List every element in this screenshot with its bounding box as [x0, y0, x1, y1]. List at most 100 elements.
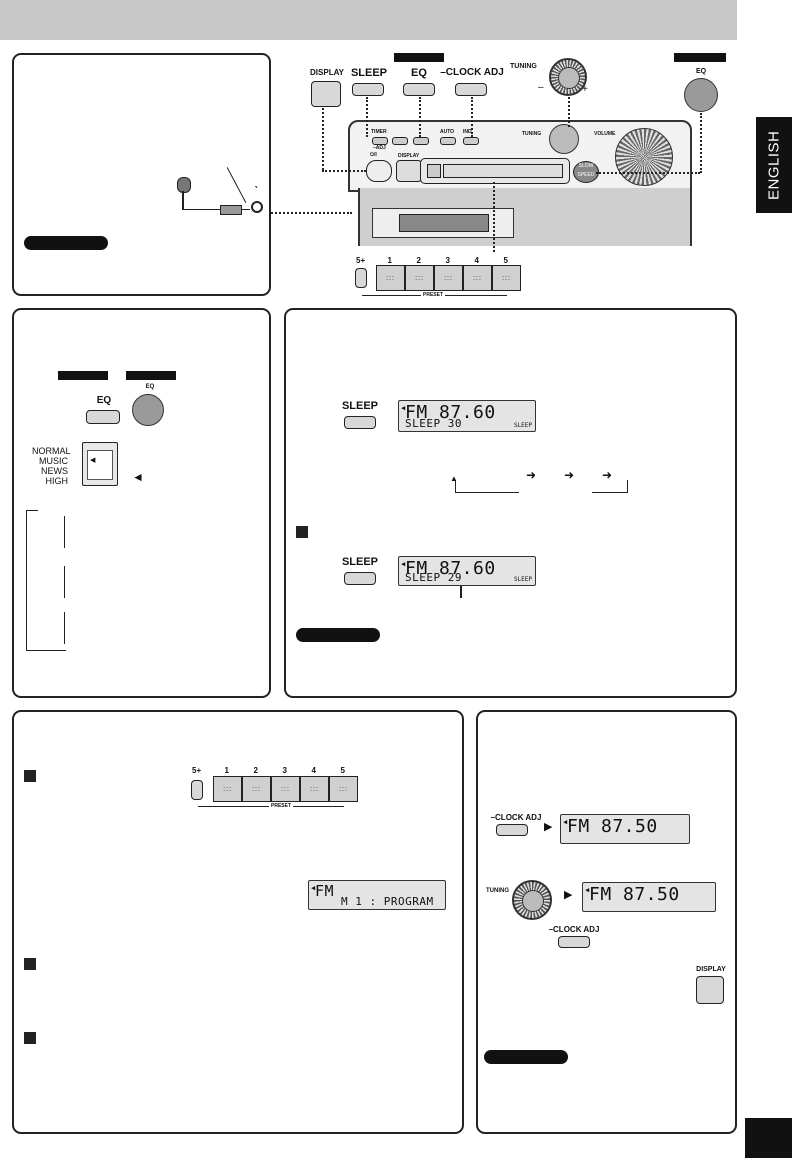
flow-line	[627, 480, 629, 493]
arrow-line	[64, 612, 66, 644]
cycle-line	[26, 510, 28, 650]
step-marker	[24, 1032, 36, 1044]
leader-line	[268, 212, 352, 214]
sleep-display-2-freq: FM 87.60	[405, 558, 496, 579]
leader-line	[419, 97, 421, 137]
display-button[interactable]	[311, 81, 341, 107]
preset-key-4[interactable]: :::	[300, 776, 329, 802]
sleep-panel-button[interactable]	[344, 416, 376, 429]
eq-indicator-window: ◀	[82, 442, 118, 486]
leader-line	[568, 97, 570, 127]
clock-adj-button[interactable]	[496, 824, 528, 836]
remote-eq-button[interactable]	[684, 78, 718, 112]
label-bar	[394, 53, 444, 62]
preset-number-3: 3	[282, 766, 287, 775]
leader-line	[322, 108, 324, 170]
speed-label: SPEED	[577, 172, 595, 178]
clock-adj-button[interactable]	[455, 83, 487, 96]
clock-display-1-freq: FM 87.50	[567, 816, 658, 837]
preset-number-5: 5	[340, 766, 345, 775]
sleep-panel-button-2[interactable]	[344, 572, 376, 585]
unit-tuning-label: TUNING	[522, 131, 542, 137]
note-pill	[484, 1050, 568, 1064]
auto-button[interactable]	[440, 137, 456, 145]
unit-display-button[interactable]	[396, 160, 422, 182]
language-tab: ENGLISH	[756, 117, 792, 213]
flow-line	[455, 480, 457, 492]
tuning-label: TUNING	[510, 63, 537, 70]
pointer-line	[226, 167, 247, 203]
adj-label: –ADJ	[373, 145, 386, 151]
sleep-display-1-sleep: SLEEP 30	[405, 417, 462, 430]
slow-label: SLOW	[578, 163, 594, 169]
clock-adj-button-2[interactable]	[558, 936, 590, 948]
preset-number-1: 1	[387, 256, 392, 265]
timer-button[interactable]	[372, 137, 388, 145]
program-skip-label: 5+	[192, 766, 202, 775]
flow-arrow: ➜	[602, 468, 613, 482]
flow-arrow: ➜	[526, 468, 537, 482]
preset-caption: PRESET	[421, 292, 446, 298]
clock-display-1: ◀ FM 87.50	[560, 814, 690, 844]
program-display-program: M 1 : PROGRAM	[341, 895, 434, 908]
sleep-display-2-sleep: SLEEP 29	[405, 571, 462, 584]
program-skip-button[interactable]	[191, 780, 203, 800]
headphone-panel: ˋ	[12, 53, 271, 296]
eq-panel-button[interactable]	[86, 410, 120, 424]
leader-line	[493, 182, 495, 252]
leader-line	[322, 170, 366, 172]
leader-line	[366, 97, 368, 137]
power-button[interactable]	[366, 160, 392, 182]
leader-line	[471, 97, 473, 137]
preset-key-1[interactable]: :::	[376, 265, 405, 291]
preset-key-5[interactable]: :::	[329, 776, 358, 802]
sleep-panel-label-2: SLEEP	[341, 556, 379, 568]
step-marker	[24, 770, 36, 782]
unit-clock-adj-button[interactable]	[463, 137, 479, 145]
leader-line	[596, 172, 700, 174]
language-tab-label: ENGLISH	[765, 130, 783, 200]
eq-button[interactable]	[403, 83, 435, 96]
step-arrow: ▶	[544, 821, 553, 833]
preset-key-5[interactable]: :::	[492, 265, 521, 291]
preset-key-3[interactable]: :::	[434, 265, 463, 291]
unit-tuning-knob[interactable]	[549, 124, 579, 154]
clock-display-label: DISPLAY	[696, 966, 726, 973]
sleep-button[interactable]	[352, 83, 384, 96]
sleep-panel: SLEEP ◀ FM 87.60 SLEEP 30 SLEEP ▲ ➜ ➜ ➜ …	[284, 308, 737, 698]
preset-number-2: 2	[253, 766, 258, 775]
unit-sleep-button[interactable]	[392, 137, 408, 145]
step-marker	[296, 526, 308, 538]
clock-display-2-freq: FM 87.50	[589, 884, 680, 905]
flow-line	[592, 492, 628, 494]
clock-display-button[interactable]	[696, 976, 724, 1004]
leader-line	[700, 113, 702, 173]
cycle-line	[26, 510, 38, 512]
clock-tuning-knob[interactable]	[512, 880, 552, 920]
eq-mode-high: HIGH	[45, 476, 69, 486]
auto-label: AUTO	[440, 129, 455, 135]
unit-eq-button[interactable]	[413, 137, 429, 145]
tuning-knob[interactable]	[549, 58, 587, 96]
preset-key-3[interactable]: :::	[271, 776, 300, 802]
eq-mode-news: NEWS	[41, 466, 68, 476]
display-label: DISPLAY	[310, 68, 344, 77]
clock-panel: –CLOCK ADJ ▶ ◀ FM 87.50 TUNING ▶ ◀ FM 87…	[476, 710, 737, 1134]
preset-key-4[interactable]: :::	[463, 265, 492, 291]
preset-number-2: 2	[416, 256, 421, 265]
label-bar	[674, 53, 726, 62]
plug-line	[182, 209, 250, 211]
preset-key-2[interactable]: :::	[405, 265, 434, 291]
cord-line	[182, 191, 184, 209]
remote-eq-label: EQ	[695, 68, 707, 75]
header-bar	[0, 0, 737, 40]
clock-adj-label: –CLOCK ADJ	[440, 67, 504, 78]
program-panel: 5+ PRESET ◀ FM M 1 : PROGRAM 1:::2:::3::…	[12, 710, 464, 1134]
preset-skip-button[interactable]	[355, 268, 367, 288]
slow-speed-button[interactable]: SLOW SPEED	[573, 161, 599, 183]
preset-key-1[interactable]: :::	[213, 776, 242, 802]
volume-knob[interactable]	[615, 128, 673, 186]
eq-remote-button[interactable]	[132, 394, 164, 426]
sleep-label: SLEEP	[350, 67, 388, 79]
preset-key-2[interactable]: :::	[242, 776, 271, 802]
